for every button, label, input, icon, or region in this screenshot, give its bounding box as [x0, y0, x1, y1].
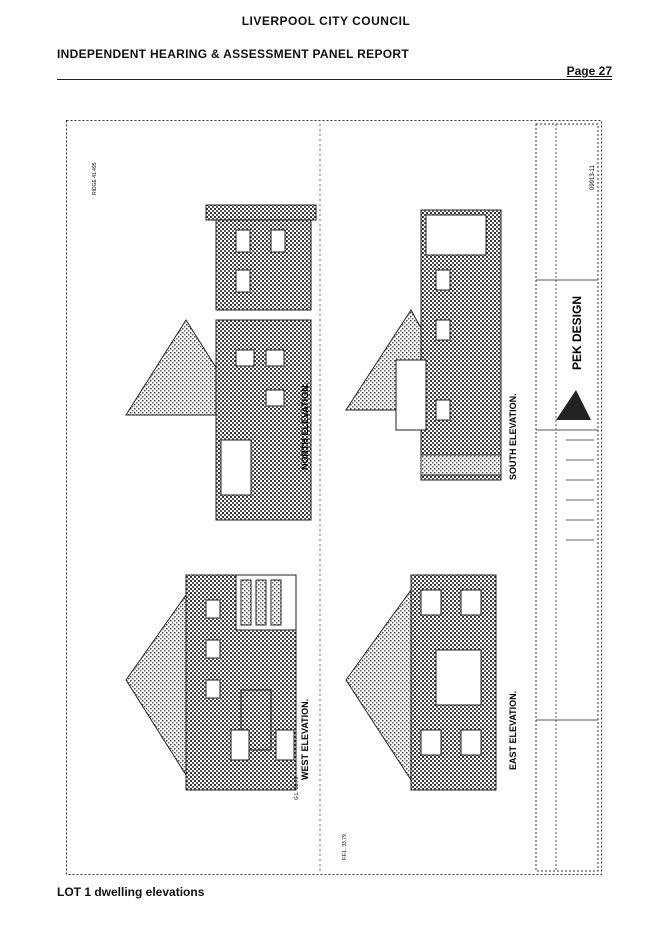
firm-logo [556, 390, 591, 420]
south-elevation-label: SOUTH ELEVATION. [508, 393, 518, 480]
north-elevation-label: NORTH ELEVATION. [300, 383, 310, 470]
sheet-border [66, 120, 602, 875]
east-elevation-label: EAST ELEVATION. [508, 691, 518, 770]
north-ridge-level: RIDGE 41.495 [92, 162, 98, 195]
report-title: INDEPENDENT HEARING & ASSESSMENT PANEL R… [57, 47, 409, 61]
page-number: Page 27 [566, 64, 612, 78]
title-block: PEK DESIGN 09913-11 [535, 123, 599, 872]
architectural-drawing-sheet: NORTH ELEVATION. RIDGE 41.495 WEST ELEVA… [66, 120, 602, 875]
north-wall [215, 319, 312, 521]
west-ground-level: G.L. 33.79 [294, 776, 300, 800]
west-roof [125, 593, 187, 777]
east-floor-level: F.F.L. 33.79 [342, 834, 348, 860]
council-name: LIVERPOOL CITY COUNCIL [241, 14, 411, 28]
east-elevation: EAST ELEVATION. F.F.L. 33.79 [342, 574, 518, 860]
west-elevation: WEST ELEVATION. G.L. 33.79 [125, 574, 310, 800]
north-garage-door [220, 439, 252, 496]
figure-caption: LOT 1 dwelling elevations [57, 885, 205, 899]
south-elevation: SOUTH ELEVATION. [345, 209, 518, 481]
header-rule [57, 79, 612, 80]
drawing-number: 09913-11 [590, 164, 596, 190]
north-elevation: NORTH ELEVATION. RIDGE 41.495 [92, 162, 317, 521]
firm-name: PEK DESIGN [570, 296, 584, 370]
west-elevation-label: WEST ELEVATION. [300, 699, 310, 780]
east-roof [345, 588, 412, 782]
